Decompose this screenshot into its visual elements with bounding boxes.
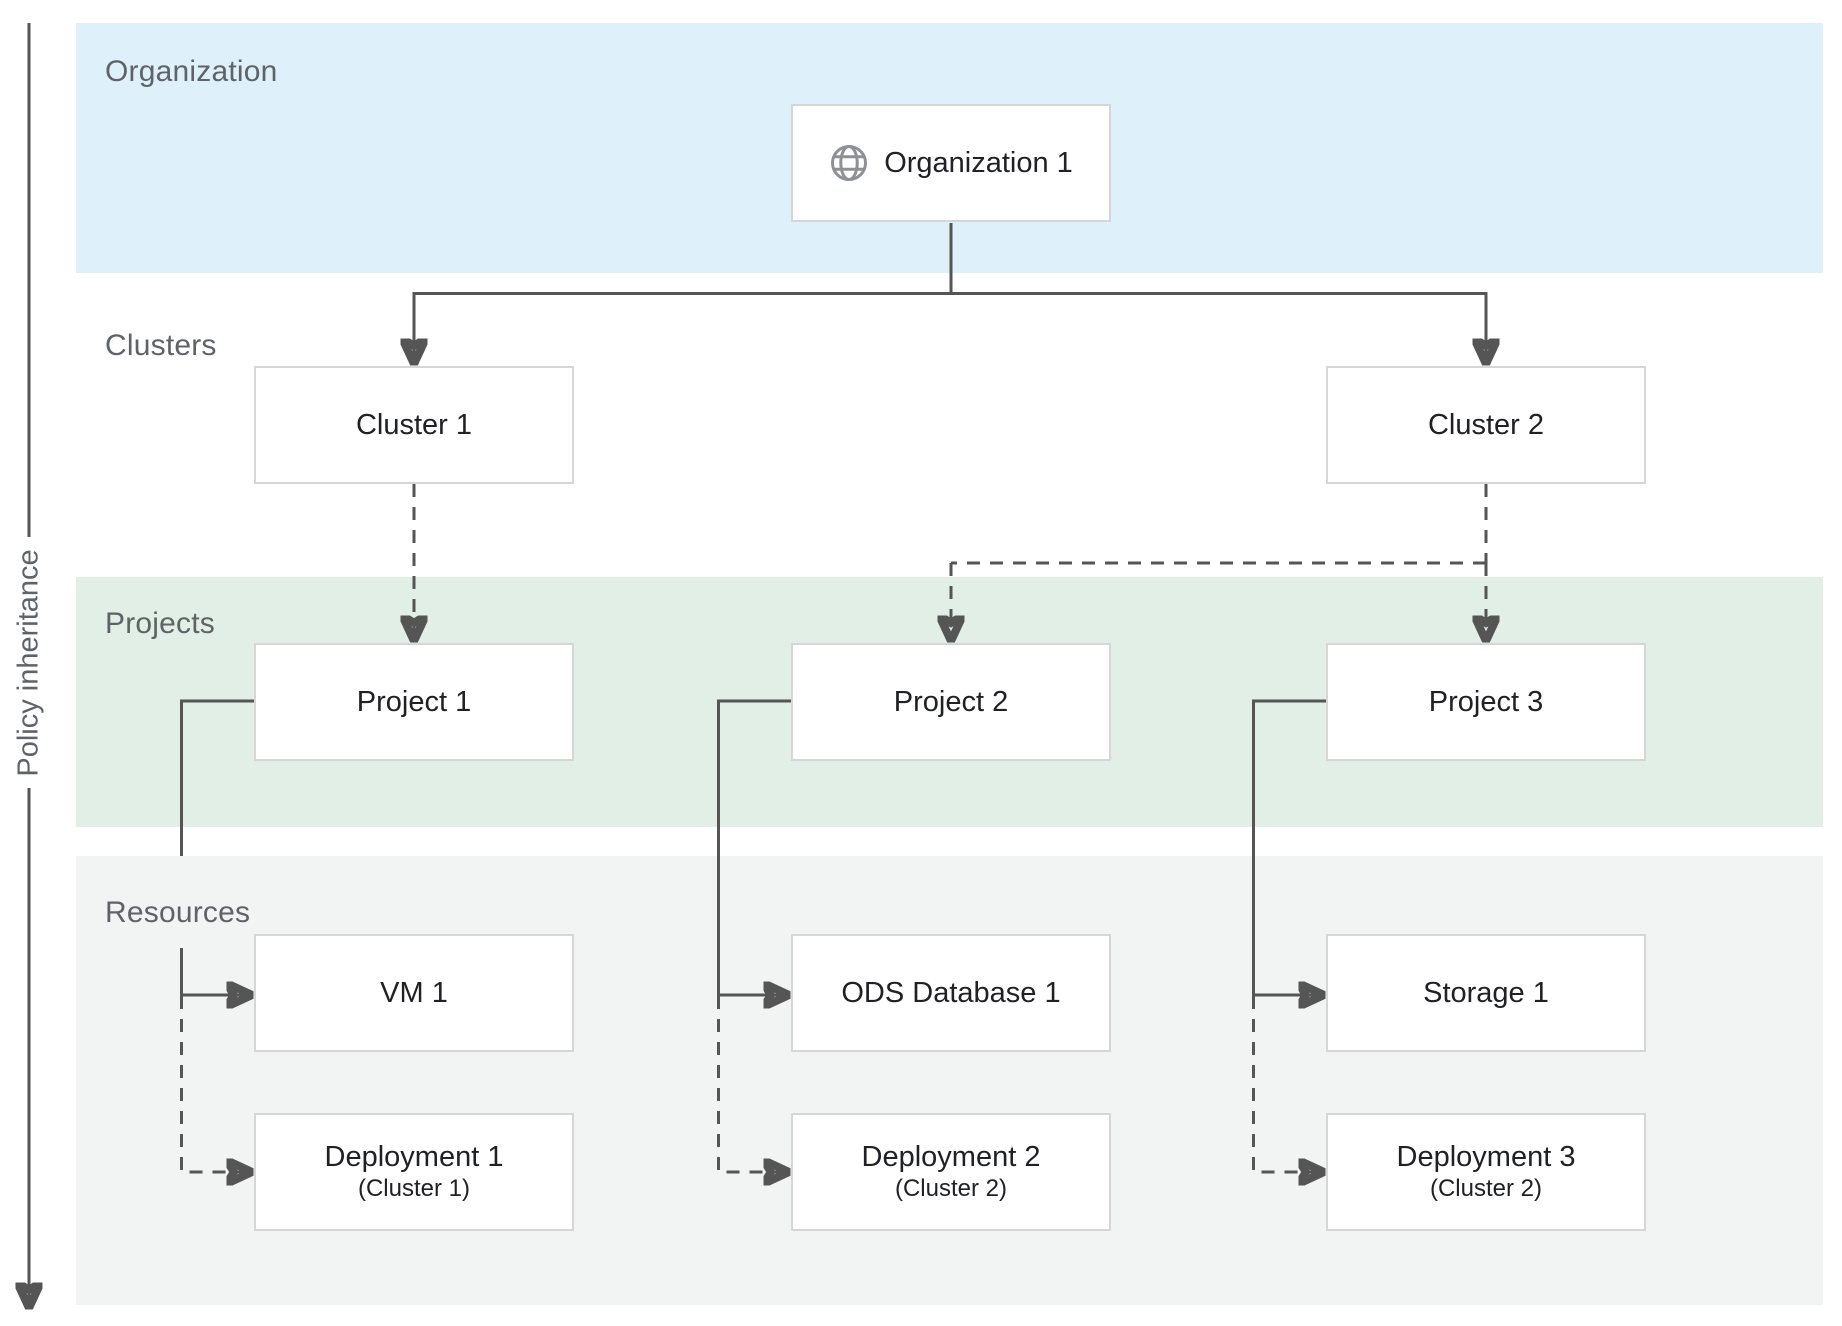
- deployment-1-label: Deployment 1: [324, 1141, 504, 1174]
- deployment-2-label: Deployment 2: [861, 1141, 1041, 1174]
- deployment-3-node: Deployment 3 (Cluster 2): [1326, 1113, 1646, 1231]
- organization-node: Organization 1: [791, 104, 1111, 222]
- cluster-1-label: Cluster 1: [355, 408, 473, 441]
- policy-inheritance-label: Policy inheritance: [12, 549, 45, 777]
- clusters-band-label: Clusters: [105, 329, 217, 362]
- deployment-2-node: Deployment 2 (Cluster 2): [791, 1113, 1111, 1231]
- ods-database-1-node: ODS Database 1: [791, 934, 1111, 1052]
- storage-1-node: Storage 1: [1326, 934, 1646, 1052]
- vm-1-label: VM 1: [380, 976, 448, 1009]
- deployment-1-node: Deployment 1 (Cluster 1): [254, 1113, 574, 1231]
- organization-band-label: Organization: [105, 55, 278, 88]
- organization-node-label: Organization 1: [884, 146, 1073, 179]
- project-1-label: Project 1: [356, 685, 472, 718]
- deployment-3-label: Deployment 3: [1396, 1141, 1576, 1174]
- project-2-label: Project 2: [893, 685, 1009, 718]
- globe-icon: [831, 145, 868, 181]
- cluster-1-node: Cluster 1: [254, 366, 574, 484]
- cluster-2-label: Cluster 2: [1427, 408, 1545, 441]
- projects-band-label: Projects: [105, 607, 215, 640]
- project-3-label: Project 3: [1428, 685, 1544, 718]
- project-3-node: Project 3: [1326, 643, 1646, 761]
- cluster-2-node: Cluster 2: [1326, 366, 1646, 484]
- project-1-node: Project 1: [254, 643, 574, 761]
- project-2-node: Project 2: [791, 643, 1111, 761]
- resources-band: [76, 856, 1823, 1305]
- storage-1-label: Storage 1: [1423, 976, 1549, 1009]
- deployment-3-sublabel: (Cluster 2): [1429, 1175, 1543, 1202]
- resources-band-label: Resources: [105, 896, 251, 929]
- vm-1-node: VM 1: [254, 934, 574, 1052]
- ods-database-1-label: ODS Database 1: [841, 976, 1061, 1009]
- deployment-1-sublabel: (Cluster 1): [357, 1175, 471, 1202]
- deployment-2-sublabel: (Cluster 2): [894, 1175, 1008, 1202]
